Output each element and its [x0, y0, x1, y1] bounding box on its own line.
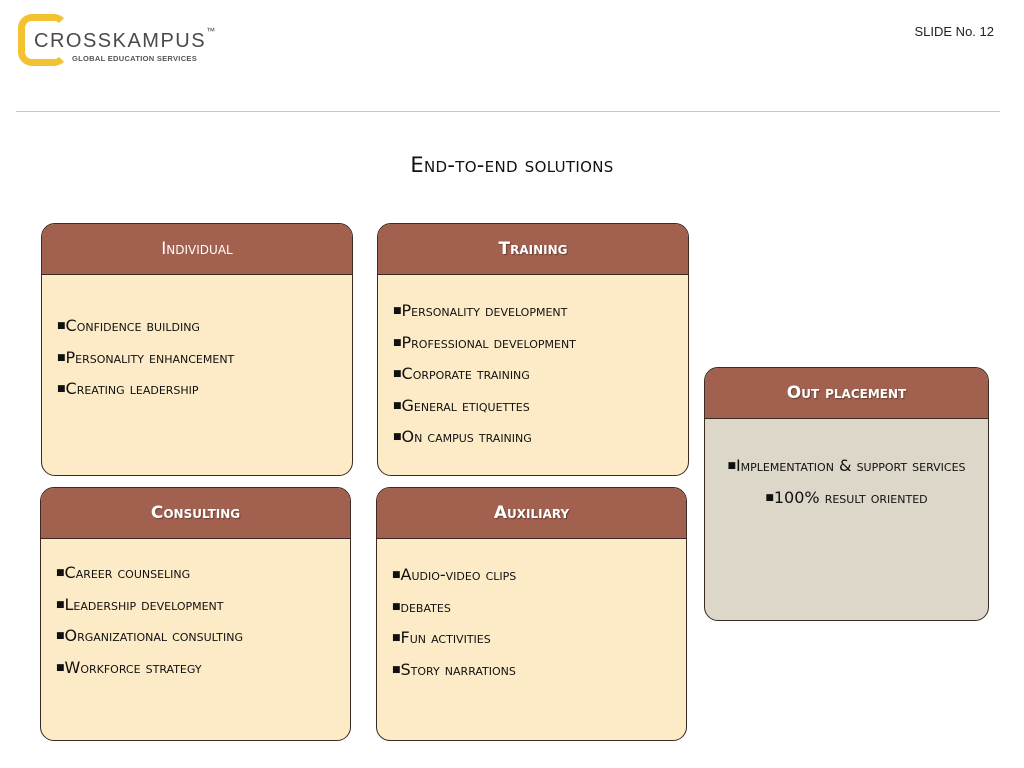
out-placement-list: ■Implementation & support services■100% …: [705, 419, 988, 515]
square-bullet-icon: ■: [392, 633, 401, 643]
square-bullet-icon: ■: [56, 631, 65, 641]
list-item: ■Creating leadership: [57, 375, 352, 407]
list-item: ■Career counseling: [56, 559, 350, 591]
slide-title: End-to-end solutions: [410, 153, 614, 177]
training-heading: Training: [378, 224, 688, 275]
list-item-text: On campus training: [401, 427, 532, 446]
list-item-text: Creating leadership: [65, 379, 199, 398]
list-item-text: 100% result oriented: [773, 487, 928, 507]
square-bullet-icon: ■: [57, 352, 66, 363]
out-placement-box: Out placement ■Implementation & support …: [704, 367, 989, 621]
list-item-text: Corporate training: [401, 364, 530, 383]
list-item-text: Personality enhancement: [65, 347, 235, 367]
square-bullet-icon: ■: [393, 369, 402, 379]
auxiliary-heading: Auxiliary: [377, 488, 686, 539]
list-item: ■Confidence building: [57, 312, 352, 344]
individual-heading: Individual: [42, 224, 352, 275]
list-item-text: Implementation & support services: [735, 456, 966, 475]
square-bullet-icon: ■: [392, 601, 401, 612]
list-item: ■100% result oriented: [715, 484, 978, 516]
list-item: ■Corporate training: [393, 360, 688, 392]
square-bullet-icon: ■: [56, 599, 65, 610]
square-bullet-icon: ■: [392, 664, 401, 675]
slide-number: SLIDE No. 12: [914, 24, 995, 39]
list-item-text: Fun activities: [400, 628, 491, 647]
list-item: ■Story narrations: [392, 656, 686, 688]
individual-box: Individual ■Confidence building■Personal…: [41, 223, 353, 476]
list-item-text: Leadership development: [64, 594, 224, 614]
list-item: ■Professional development: [393, 329, 688, 361]
list-item-text: Workforce strategy: [64, 657, 202, 677]
consulting-heading: Consulting: [41, 488, 350, 539]
square-bullet-icon: ■: [727, 461, 736, 471]
square-bullet-icon: ■: [56, 568, 65, 578]
out-placement-heading: Out placement: [705, 368, 988, 419]
consulting-box: Consulting ■Career counseling■Leadership…: [40, 487, 351, 741]
list-item-text: Career counseling: [64, 563, 191, 582]
list-item: ■Personality enhancement: [57, 344, 352, 376]
auxiliary-list: ■Audio-video clips■debates■Fun activitie…: [377, 539, 686, 687]
list-item: ■Implementation & support services: [715, 452, 978, 484]
square-bullet-icon: ■: [57, 384, 66, 394]
list-item-text: Organizational consulting: [64, 626, 244, 645]
logo-trademark: ™: [206, 26, 216, 36]
square-bullet-icon: ■: [393, 337, 402, 348]
square-bullet-icon: ■: [56, 662, 65, 673]
list-item-text: Confidence building: [65, 316, 200, 335]
list-item: ■Leadership development: [56, 591, 350, 623]
list-item-text: Personality development: [401, 301, 568, 320]
square-bullet-icon: ■: [393, 400, 402, 411]
consulting-list: ■Career counseling■Leadership developmen…: [41, 539, 350, 685]
crosskampus-logo: CROSSKAMPUS™ GLOBAL EDUCATION SERVICES: [18, 14, 248, 72]
list-item: ■General etiquettes: [393, 392, 688, 424]
square-bullet-icon: ■: [393, 306, 402, 316]
list-item: ■Fun activities: [392, 624, 686, 656]
logo-name: CROSSKAMPUS: [34, 30, 207, 52]
auxiliary-box: Auxiliary ■Audio-video clips■debates■Fun…: [376, 487, 687, 741]
list-item: ■Audio-video clips: [392, 561, 686, 593]
list-item-text: debates: [400, 596, 451, 616]
square-bullet-icon: ■: [765, 492, 774, 503]
list-item: ■Organizational consulting: [56, 622, 350, 654]
training-box: Training ■Personality development■Profes…: [377, 223, 689, 476]
individual-list: ■Confidence building■Personality enhance…: [42, 275, 352, 407]
list-item-text: General etiquettes: [401, 395, 530, 415]
list-item: ■Personality development: [393, 297, 688, 329]
header-divider: [16, 111, 1000, 112]
square-bullet-icon: ■: [393, 432, 402, 442]
training-list: ■Personality development■Professional de…: [378, 275, 688, 455]
list-item-text: Professional development: [401, 332, 576, 352]
logo-tagline: GLOBAL EDUCATION SERVICES: [72, 54, 198, 63]
list-item: ■Workforce strategy: [56, 654, 350, 686]
list-item-text: Audio-video clips: [400, 565, 517, 584]
list-item: ■debates: [392, 593, 686, 625]
square-bullet-icon: ■: [57, 321, 66, 331]
logo-c-mark-icon: [18, 14, 68, 66]
list-item-text: Story narrations: [400, 659, 516, 679]
list-item: ■On campus training: [393, 423, 688, 455]
square-bullet-icon: ■: [392, 570, 401, 580]
